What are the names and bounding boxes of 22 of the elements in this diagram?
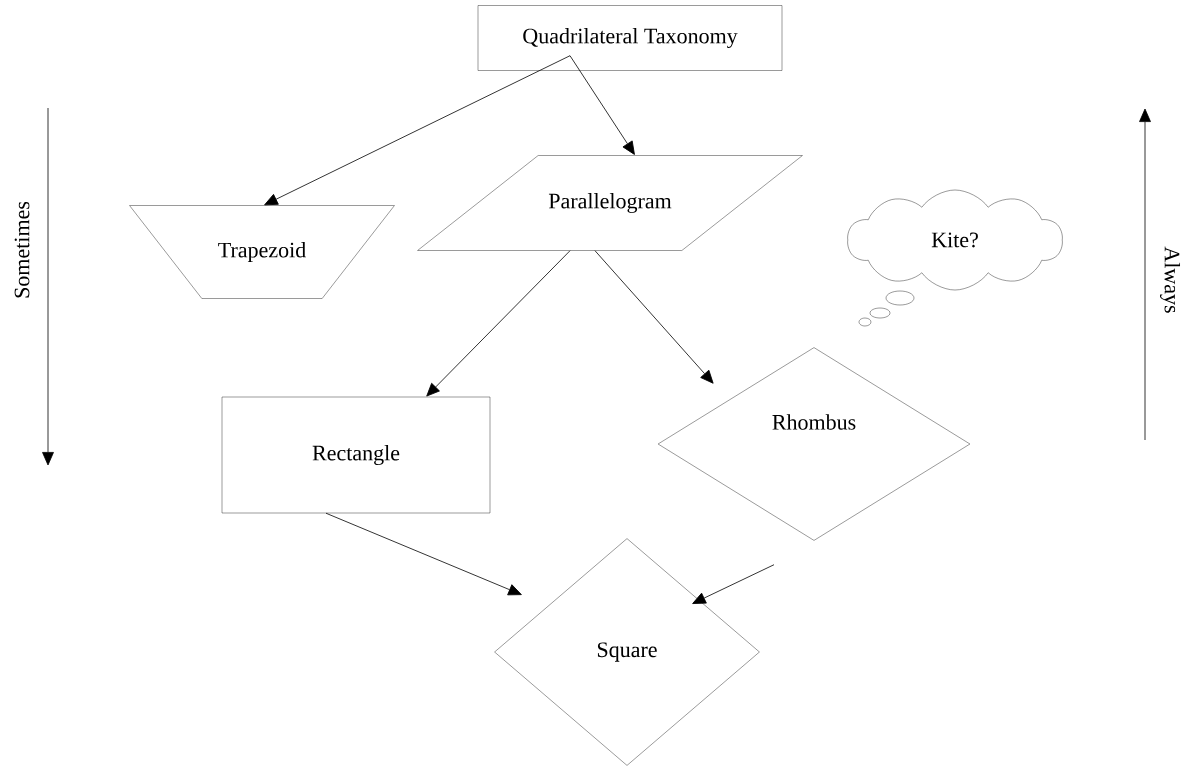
arrow [264,55,571,206]
rhombus-diamond [657,347,971,541]
side-label: Always [1160,246,1180,313]
arrow [692,564,775,604]
thought-cloud [847,189,1063,327]
node-label: Kite? [931,232,978,248]
rectangle-shape [221,396,491,514]
arrow [426,250,571,397]
arrow [569,55,635,155]
trapezoid-shape [129,205,395,299]
parallelogram-shape [417,155,803,251]
side-label: Sometimes [14,201,30,298]
square-diamond [494,538,760,766]
node-label: Rhombus [772,414,856,430]
node-label: Square [597,642,657,662]
arrow [325,512,522,596]
node-label: Quadrilateral Taxonomy [523,28,738,49]
node-label: Trapezoid [218,242,306,262]
node-label: Rectangle [312,445,400,466]
arrow [594,250,714,384]
node-label: Parallelogram [548,193,672,214]
title-box [477,5,783,71]
